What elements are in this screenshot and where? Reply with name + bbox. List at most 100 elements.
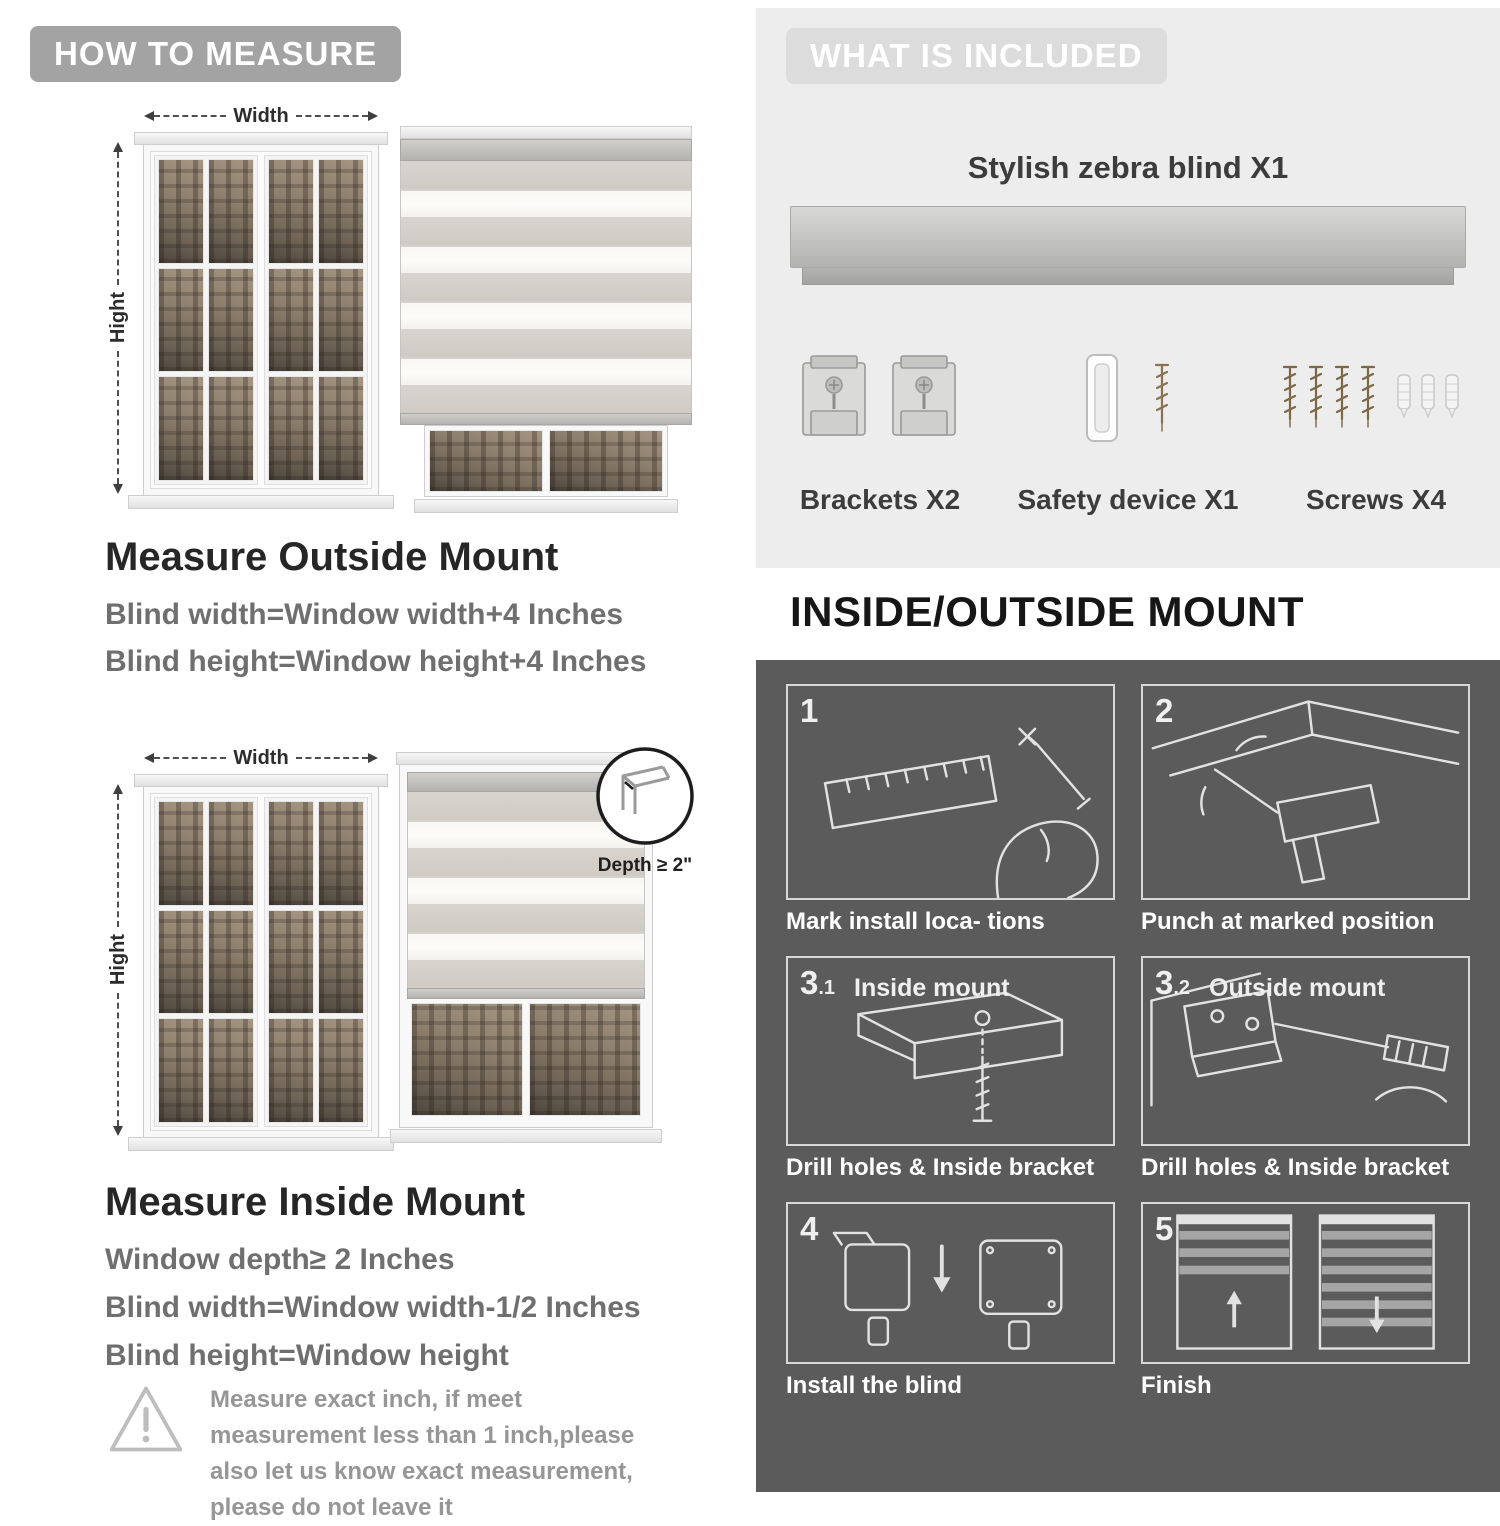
magnifier-circle-icon bbox=[596, 747, 694, 845]
note-text: Measure exact inch, if meet measurement … bbox=[210, 1386, 635, 1521]
window-sill bbox=[414, 499, 678, 513]
glass-pane bbox=[158, 1018, 204, 1123]
zebra-blind-outside-window bbox=[400, 126, 692, 526]
window-top-trim bbox=[400, 126, 692, 139]
glass-pane bbox=[318, 909, 364, 1015]
dashed-line bbox=[154, 115, 227, 117]
width-measure: Width bbox=[144, 104, 379, 127]
drill-illustration bbox=[1151, 700, 1460, 884]
step-4-panel: 4 bbox=[786, 1202, 1115, 1364]
step-5-panel: 5 bbox=[1141, 1202, 1470, 1364]
window-sill bbox=[128, 495, 394, 509]
zebra-blind-headrail-image bbox=[790, 206, 1466, 285]
outside-bracket-illustration bbox=[1150, 972, 1450, 1107]
window-frame bbox=[143, 786, 379, 1138]
glass-pane bbox=[208, 801, 254, 906]
what-is-included-section: WHAT IS INCLUDED Stylish zebra blind X1 bbox=[756, 8, 1500, 568]
measured-window: Width Hight bbox=[106, 104, 408, 516]
window-frame bbox=[143, 144, 379, 496]
what-is-included-badge: WHAT IS INCLUDED bbox=[786, 28, 1167, 84]
width-label: Width bbox=[233, 104, 289, 127]
inside-outside-mount-section: 1 bbox=[756, 660, 1500, 1492]
step-5-caption: Finish bbox=[1141, 1372, 1212, 1399]
window-below-blind bbox=[407, 999, 645, 1120]
inside-mount-rule-height: Blind height=Window height bbox=[105, 1339, 509, 1372]
step-4: 4 bbox=[786, 1202, 1115, 1400]
glass-pane bbox=[158, 267, 204, 373]
arrow-right-icon bbox=[368, 753, 379, 763]
step-2: 2 bbox=[1141, 684, 1470, 936]
window-sash bbox=[154, 155, 258, 485]
outside-mount-label: Outside mount bbox=[1209, 974, 1386, 1002]
safety-device-label: Safety device X1 bbox=[1017, 484, 1239, 515]
arrow-up-icon bbox=[113, 142, 123, 152]
headrail-bar bbox=[790, 206, 1466, 268]
step-5: 5 bbox=[1141, 1202, 1470, 1400]
glass-pane bbox=[318, 159, 364, 264]
step-3-1-caption: Drill holes & Inside bracket bbox=[786, 1154, 1095, 1181]
step-2-caption: Punch at marked position bbox=[1141, 908, 1435, 935]
window-sash bbox=[264, 155, 368, 485]
screws-icon bbox=[1276, 340, 1476, 458]
glass-pane bbox=[318, 376, 364, 481]
height-label: Hight bbox=[106, 934, 129, 986]
outside-mount-figure: Width Hight bbox=[78, 104, 698, 531]
mount-section-title: INSIDE/OUTSIDE MOUNT bbox=[790, 588, 1305, 635]
glass-pane bbox=[208, 159, 254, 264]
step-3-1-panel: 3.1 Inside mount bbox=[786, 956, 1115, 1146]
step-number: 2 bbox=[1155, 692, 1174, 729]
window-top-trim bbox=[134, 132, 388, 145]
window-sill bbox=[128, 1137, 394, 1151]
zebra-blind-label: Stylish zebra blind X1 bbox=[967, 150, 1289, 185]
dashed-line bbox=[117, 794, 119, 928]
zebra-blind-fabric bbox=[407, 792, 645, 988]
outside-mount-rule-width: Blind width=Window width+4 Inches bbox=[105, 598, 624, 631]
right-panel: WHAT IS INCLUDED Stylish zebra blind X1 bbox=[756, 0, 1500, 1500]
brackets-label: Brackets X2 bbox=[799, 484, 961, 515]
glass-pane bbox=[318, 801, 364, 906]
window-top-trim bbox=[134, 774, 388, 787]
glass-pane bbox=[268, 909, 314, 1015]
step-number: 5 bbox=[1155, 1210, 1174, 1247]
how-to-measure-section: HOW TO MEASURE Width Hight bbox=[0, 0, 750, 1521]
outside-mount-rule-height: Blind height=Window height+4 Inches bbox=[105, 645, 647, 678]
window-below-blind bbox=[424, 425, 668, 497]
measured-window: Width Hight bbox=[106, 746, 408, 1158]
glass-pane bbox=[208, 376, 254, 481]
dashed-line bbox=[154, 757, 227, 759]
how-to-measure-badge: HOW TO MEASURE bbox=[30, 26, 402, 82]
safety-device-part: Safety device X1 bbox=[1004, 340, 1252, 516]
inside-bracket-illustration bbox=[857, 991, 1064, 1122]
glass-pane bbox=[268, 159, 314, 264]
headrail-underside bbox=[802, 268, 1454, 285]
height-measure: Hight bbox=[106, 142, 129, 494]
arrow-down-icon bbox=[113, 1126, 123, 1136]
glass-pane bbox=[318, 267, 364, 373]
finish-illustration bbox=[1176, 1214, 1435, 1350]
inside-mount-rule-depth: Window depth≥ 2 Inches bbox=[105, 1243, 455, 1276]
outside-mount-title: Measure Outside Mount bbox=[105, 535, 559, 579]
step-1-caption: Mark install loca- tions bbox=[786, 908, 1045, 935]
arrow-up-icon bbox=[113, 784, 123, 794]
window-sill bbox=[390, 1129, 662, 1143]
dashed-line bbox=[117, 992, 119, 1126]
included-parts-row: Brackets X2 bbox=[756, 340, 1500, 516]
glass-pane bbox=[268, 267, 314, 373]
step-3-1: 3.1 Inside mount bbox=[786, 956, 1115, 1182]
dashed-line bbox=[295, 757, 369, 759]
glass-pane bbox=[158, 801, 204, 906]
glass-pane bbox=[318, 1018, 364, 1123]
depth-label: Depth ≥ 2" bbox=[597, 855, 693, 876]
height-label: Hight bbox=[106, 292, 129, 344]
arrow-left-icon bbox=[144, 753, 154, 763]
height-measure: Hight bbox=[106, 784, 129, 1136]
width-label: Width bbox=[233, 746, 289, 769]
step-2-panel: 2 bbox=[1141, 684, 1470, 900]
steps-grid: 1 bbox=[786, 684, 1470, 1400]
glass-pane bbox=[268, 801, 314, 906]
zebra-blind-fabric bbox=[400, 161, 692, 413]
window-sash bbox=[264, 797, 368, 1127]
glass-pane bbox=[208, 909, 254, 1015]
glass-pane bbox=[429, 430, 543, 492]
